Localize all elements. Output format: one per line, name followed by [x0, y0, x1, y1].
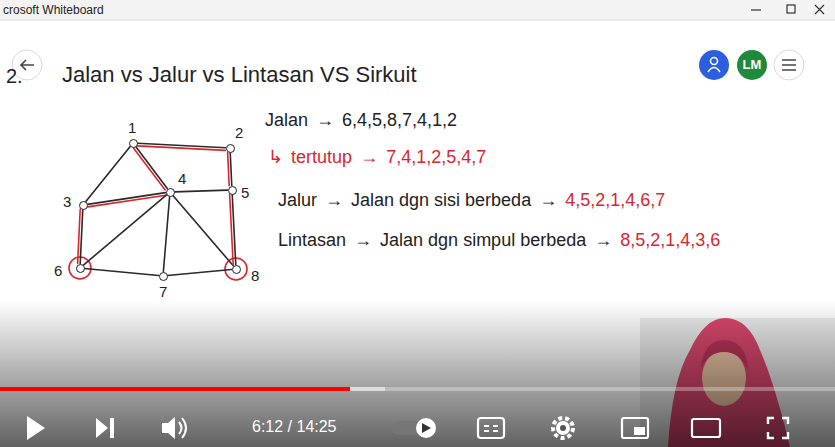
autoplay-play: [422, 423, 431, 433]
edge-line: [87, 193, 165, 205]
avatar-initials: LM: [743, 57, 762, 73]
vertex-number: 1: [128, 120, 136, 135]
edge-line: [167, 269, 231, 275]
note-text: 8,5,2,1,4,3,6: [620, 230, 720, 252]
note-text: Jalan: [265, 110, 308, 132]
graph-edge: [173, 195, 233, 265]
progress-played: [0, 387, 350, 391]
vertex-number: 8: [251, 268, 259, 283]
close-icon: [815, 5, 824, 14]
settings-hole: [560, 425, 566, 431]
note-text: ↳: [268, 147, 283, 169]
edge-line: [230, 152, 232, 185]
edge-line: [80, 209, 83, 263]
play-icon: [27, 416, 45, 440]
note-text: 2.: [6, 64, 23, 88]
control-shade: [0, 300, 835, 447]
menu-button: [774, 50, 804, 80]
captions-lines: [484, 426, 498, 431]
progress-track: [0, 387, 835, 391]
graph-edge: [167, 269, 231, 275]
graph-vertex: 6: [76, 264, 85, 273]
vertex-number: 5: [241, 185, 249, 200]
highlight-line: [78, 209, 81, 263]
note-text: →: [360, 147, 378, 169]
autoplay-knob: [416, 418, 436, 438]
graph-edge: [137, 143, 225, 150]
edge-line: [173, 195, 233, 265]
person-icon: [708, 68, 720, 73]
highlight-line: [134, 148, 166, 190]
maximize-icon: [787, 5, 795, 13]
next-icon: [96, 418, 114, 438]
note-text: 4,5,2,1,4,6,7: [565, 190, 665, 212]
note-text: →: [325, 190, 343, 212]
highlight-line: [230, 195, 234, 265]
graph-vertex: 8: [232, 265, 241, 274]
edge-line: [174, 190, 227, 192]
progress-buffer: [0, 387, 385, 391]
heading: Jalan vs Jalur vs Lintasan VS Sirkuit: [62, 62, 417, 88]
edge-line: [83, 195, 166, 265]
back-arrow: [21, 60, 34, 70]
note-text: Jalur: [278, 190, 317, 212]
vertex-number: 4: [178, 171, 186, 186]
theater-icon: [692, 419, 720, 437]
graph-edge: [86, 147, 130, 202]
note-text: Jalan dgn sisi berbeda: [351, 190, 531, 212]
miniplayer-inner: [634, 427, 645, 435]
graph-edge: [83, 195, 166, 265]
edge-line: [163, 196, 169, 271]
avatar-circle: [737, 50, 767, 80]
graph-edge: [228, 152, 232, 185]
vertex-number: 6: [54, 263, 62, 278]
title-bar: [0, 0, 835, 20]
note-text: tertutup: [291, 147, 352, 169]
edge-line: [84, 268, 158, 275]
note-text: Jalan dgn simpul berbeda: [380, 230, 586, 252]
graph-edge: [84, 268, 158, 275]
graph-edge: [134, 147, 168, 190]
graph-vertex: 5: [228, 186, 237, 195]
graph-edge: [163, 196, 169, 271]
vertex-number: 2: [235, 125, 243, 140]
graph-vertex: 1: [129, 139, 138, 148]
note-text: Lintasan: [278, 230, 346, 252]
note-text: →: [539, 190, 557, 212]
vertex-number: 3: [63, 194, 71, 209]
note-text: 7,4,1,2,5,4,7: [386, 147, 486, 169]
graph-vertex: 7: [159, 272, 168, 281]
settings-icon: [556, 421, 570, 435]
graph-vertex: 4: [166, 188, 175, 197]
fullscreen-icon: [768, 418, 788, 438]
highlight-line: [228, 153, 230, 186]
person-icon: [711, 58, 718, 65]
graph-vertex: 3: [79, 201, 88, 210]
note-text: →: [594, 230, 612, 252]
menu-icon: [782, 60, 796, 70]
title-bar-rule: [0, 20, 835, 21]
miniplayer-icon: [622, 418, 648, 438]
graph-vertex: 2: [226, 144, 235, 153]
volume-waves: [179, 418, 186, 438]
graph-edge: [78, 209, 83, 263]
edge-line: [86, 147, 130, 202]
note-text: →: [316, 110, 334, 132]
volume-icon: [162, 417, 175, 439]
settings-teeth: [553, 418, 573, 438]
captions-icon: [478, 418, 504, 438]
note-text: 6,4,5,8,7,4,1,2: [342, 110, 457, 132]
share-button: [699, 50, 729, 80]
video-time: 6:12 / 14:25: [252, 417, 337, 436]
window-title: crosoft Whiteboard: [3, 3, 104, 17]
graph-edge: [230, 194, 236, 264]
vertex-number: 7: [159, 284, 167, 299]
graph-edge: [174, 190, 227, 192]
highlight-line: [137, 146, 225, 151]
edge-line: [136, 147, 168, 189]
note-text: →: [354, 230, 372, 252]
minimize-icon: [751, 9, 761, 10]
